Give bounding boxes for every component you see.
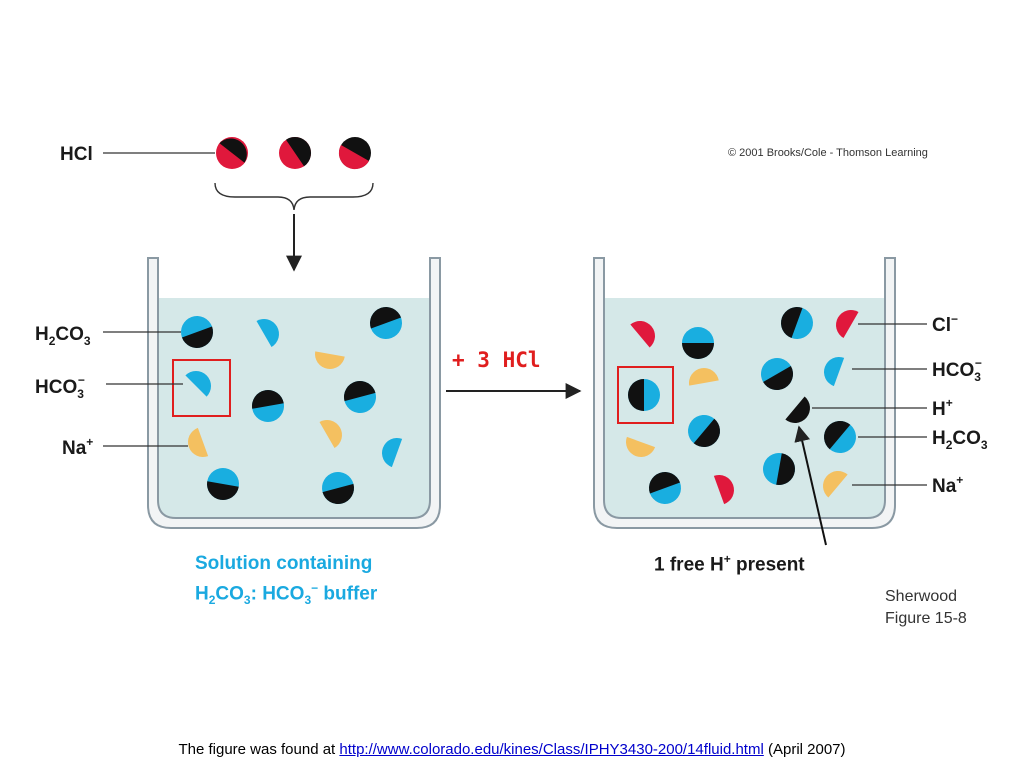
h2co3-particle [207, 468, 239, 500]
grouping-brace [214, 182, 374, 211]
label-cl: Cl− [932, 312, 958, 336]
source-figure: Figure 15-8 [885, 610, 967, 627]
label-hco3-right: HCO3− [932, 356, 982, 384]
label-h: H+ [932, 396, 953, 420]
right-beaker [593, 257, 896, 529]
hcl-molecule-2 [279, 136, 312, 169]
cl-particle [836, 310, 859, 338]
left-beaker [147, 257, 441, 529]
footer-note: The figure was found at http://www.color… [0, 741, 1024, 758]
hcl-label: HCl [60, 144, 93, 165]
h2co3-particle [649, 472, 681, 504]
source-attribution: Sherwood Figure 15-8 [885, 586, 967, 630]
label-h2co3: H2CO3 [35, 324, 91, 348]
h2co3-particle [781, 307, 813, 339]
right-particles [626, 307, 859, 505]
h2co3-particle [181, 316, 213, 348]
footer-prefix: The figure was found at [178, 741, 340, 758]
na-particle [823, 471, 848, 498]
h2co3-particle [824, 421, 856, 454]
right-labels: Cl− HCO3− H+ H2CO3 Na+ [812, 312, 988, 497]
reaction-label: + 3 HCl [452, 348, 541, 372]
na-particle [188, 427, 209, 457]
hco3-particle [824, 357, 845, 387]
h2co3-particle [682, 327, 714, 359]
source-link[interactable]: http://www.colorado.edu/kines/Class/IPHY… [339, 741, 764, 758]
label-na: Na+ [62, 435, 93, 459]
hco3-particle [256, 319, 279, 347]
label-hco3: HCO3− [35, 373, 85, 401]
right-highlight-box [617, 366, 674, 424]
label-na-right: Na+ [932, 473, 963, 497]
h2co3-particle [322, 472, 354, 504]
label-h2co3-right: H2CO3 [932, 428, 988, 452]
cl-particle [630, 321, 655, 348]
left-labels: H2CO3 HCO3− Na+ [35, 324, 188, 459]
hco3-particle [382, 438, 403, 468]
na-particle [689, 368, 719, 386]
h2co3-particle [252, 390, 284, 422]
left-highlight-box [172, 359, 231, 417]
h2co3-particle [763, 453, 795, 486]
right-caption: 1 free H+ present [654, 552, 805, 576]
left-caption-line2: H2CO3: HCO3− buffer [195, 581, 378, 608]
free-h-pointer [794, 425, 827, 546]
na-particle [315, 351, 345, 369]
h2co3-particle [761, 358, 793, 390]
left-caption: Solution containing H2CO3: HCO3− buffer [195, 552, 377, 612]
h2co3-particle [370, 307, 402, 339]
left-particles [181, 307, 403, 504]
na-particle [319, 420, 342, 448]
h2co3-particle [344, 381, 376, 413]
copyright-notice: © 2001 Brooks/Cole - Thomson Learning [728, 147, 928, 159]
hcl-molecule-1 [216, 137, 248, 169]
na-particle [626, 436, 656, 457]
free-h-particle [785, 396, 810, 423]
hcl-molecule-3 [338, 137, 371, 170]
source-author: Sherwood [885, 588, 958, 605]
left-caption-line1: Solution containing [195, 553, 373, 574]
footer-suffix: (April 2007) [763, 741, 846, 758]
h2co3-particle [628, 379, 660, 411]
h2co3-particle [688, 414, 720, 447]
cl-particle [713, 475, 734, 505]
hco3-particle [185, 371, 211, 397]
